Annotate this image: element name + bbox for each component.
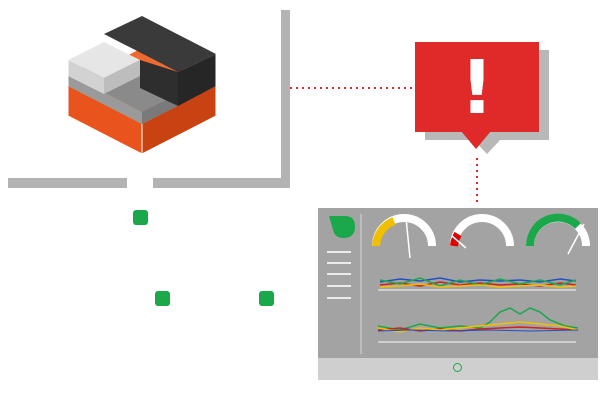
- gauge-middle: [450, 214, 514, 249]
- cube-base-left: [68, 86, 142, 154]
- exclamation-icon: !: [460, 45, 494, 131]
- cube-dark-right: [178, 54, 216, 106]
- power-indicator-icon: [453, 363, 462, 372]
- gauge-middle-needle: [451, 235, 467, 249]
- dashboard-logo-icon: [329, 216, 355, 238]
- alert-tail: [461, 131, 491, 149]
- node-bottom-left: [155, 291, 170, 306]
- sidebar-menu-line[interactable]: [327, 251, 351, 253]
- node-top: [133, 210, 148, 225]
- cube-grey-left: [68, 74, 142, 124]
- chart-lower-series-green: [377, 307, 579, 331]
- cube-dark-front: [140, 60, 178, 106]
- node-bottom-right: [259, 291, 274, 306]
- bracket-notch: [127, 166, 153, 188]
- chart-upper-series-yellow: [379, 283, 577, 288]
- gauge-right-fill: [525, 213, 581, 247]
- gauge-right-needle: [567, 223, 585, 255]
- bracket-vertical: [281, 10, 290, 188]
- cube-base-right: [142, 86, 216, 154]
- container-cube: [67, 16, 217, 155]
- sidebar-menu-line[interactable]: [327, 297, 351, 299]
- gauges: [372, 213, 590, 259]
- cube-light-left: [68, 60, 104, 94]
- alert-box: !: [415, 42, 539, 132]
- cube-light-right: [104, 60, 140, 94]
- dashboard-sidebar-divider: [360, 214, 362, 354]
- cube-dark-top: [104, 16, 216, 72]
- sidebar-menu-line[interactable]: [327, 262, 351, 264]
- sidebar-menu-line[interactable]: [327, 273, 351, 275]
- sidebar-menu-line[interactable]: [327, 285, 351, 287]
- chart-lower-series-yellow: [377, 321, 579, 333]
- gauge-right: [525, 213, 590, 255]
- gauge-left: [372, 214, 436, 259]
- metrics-charts: [377, 277, 579, 343]
- gauge-left-needle: [405, 217, 411, 259]
- gauge-left-fill: [372, 217, 396, 247]
- chart-lower-series-blue: [377, 329, 579, 332]
